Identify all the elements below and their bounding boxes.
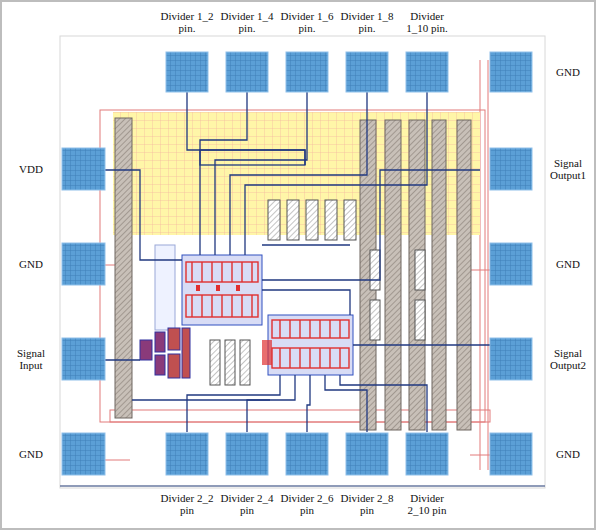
pin-label: GND	[545, 448, 591, 460]
divider-block	[182, 255, 262, 325]
power-bar	[115, 118, 132, 418]
pin-label: Divider 2_4 pin	[220, 492, 274, 516]
pin-label: Divider 1_10 pin.	[400, 10, 454, 34]
pin-label: Divider 2_8 pin	[340, 492, 394, 516]
pin-label: Divider 1_6 pin.	[280, 10, 334, 34]
pin-label: GND	[7, 258, 55, 270]
pin-label: GND	[545, 66, 591, 78]
pin-label: Divider 1_8 pin.	[340, 10, 394, 34]
divider-block	[262, 315, 353, 375]
pin-label: Signal Output1	[545, 157, 591, 181]
pin-label: GND	[545, 258, 591, 270]
pin-label: Signal Output2	[545, 347, 591, 371]
die-area	[60, 36, 545, 488]
pin-label: GND	[7, 448, 55, 460]
pin-label: Signal Input	[7, 347, 55, 371]
pin-label: Divider 1_4 pin.	[220, 10, 274, 34]
bond-pad	[62, 52, 532, 475]
pin-label: Divider 2_2 pin	[160, 492, 214, 516]
pin-label: Divider 2_6 pin	[280, 492, 334, 516]
pin-label: VDD	[7, 163, 55, 175]
pin-label: Divider 2_10 pin	[400, 492, 454, 516]
pin-label: Divider 1_2 pin.	[160, 10, 214, 34]
input-buffer	[140, 328, 190, 378]
